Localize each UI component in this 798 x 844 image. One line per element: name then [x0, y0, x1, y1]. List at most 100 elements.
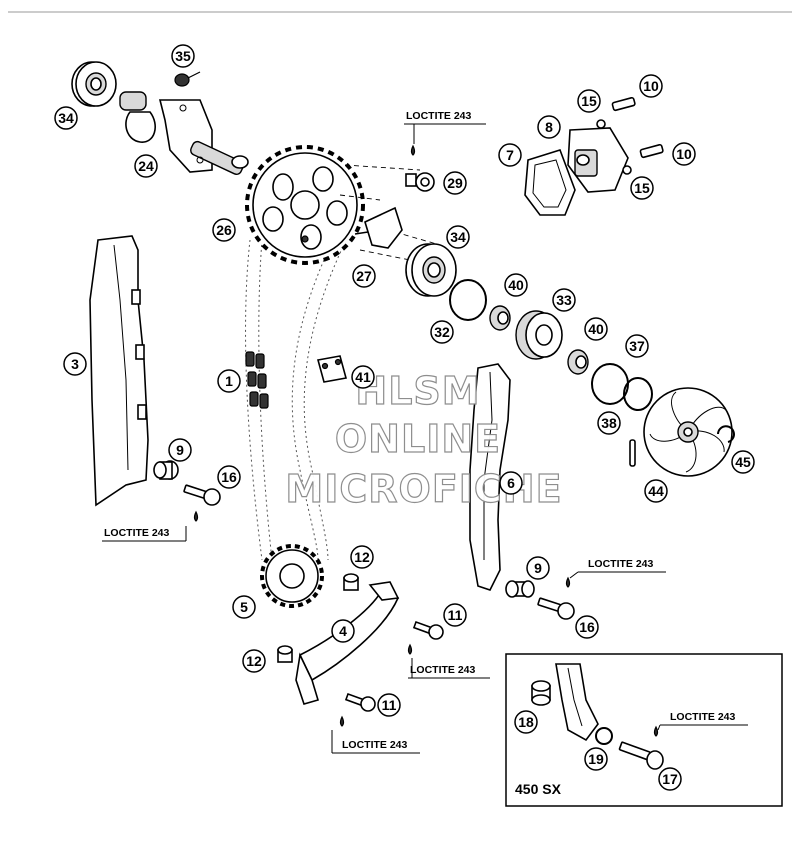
- seal-40b: [567, 349, 589, 375]
- watermark-line-1: HLSM: [355, 369, 480, 413]
- svg-text:16: 16: [221, 469, 237, 485]
- callout-34: 34: [54, 106, 78, 130]
- loctite-label: LOCTITE 243: [588, 558, 654, 570]
- spring-part-35: [174, 71, 201, 87]
- svg-text:12: 12: [354, 549, 370, 565]
- callout-5: 5: [232, 595, 256, 619]
- callout-18: 18: [514, 710, 538, 734]
- svg-text:45: 45: [735, 454, 751, 470]
- timing-chain-outline: [245, 214, 357, 561]
- svg-text:6: 6: [507, 475, 515, 491]
- circlip-45: [717, 425, 735, 443]
- callout-3: 3: [63, 352, 87, 376]
- shaft-seal-33: [515, 310, 563, 360]
- callout-16: 16: [217, 465, 241, 489]
- loctite-label: LOCTITE 243: [104, 527, 170, 539]
- callout-11: 11: [443, 603, 467, 627]
- seal-40a: [489, 305, 511, 331]
- callout-19: 19: [584, 747, 608, 771]
- callout-33: 33: [552, 288, 576, 312]
- pin-44: [629, 439, 636, 467]
- callout-12: 12: [350, 545, 374, 569]
- loctite-label: LOCTITE 243: [670, 711, 736, 723]
- bolt-11-lower: [339, 692, 376, 727]
- callout-26: 26: [212, 218, 236, 242]
- loctite-note-3: LOCTITE 243: [569, 558, 666, 579]
- svg-text:8: 8: [545, 119, 553, 135]
- callout-15: 15: [630, 176, 654, 200]
- loctite-note-1: LOCTITE 243: [404, 110, 486, 144]
- svg-text:38: 38: [601, 415, 617, 431]
- impeller: [643, 387, 733, 477]
- chain-guide-4: [295, 581, 400, 705]
- callout-4: 4: [331, 619, 355, 643]
- o-ring-32: [449, 279, 487, 321]
- loctite-note-4: LOCTITE 243: [408, 658, 490, 679]
- svg-text:10: 10: [676, 146, 692, 162]
- svg-text:15: 15: [581, 93, 597, 109]
- callout-10: 10: [672, 142, 696, 166]
- callout-layer: 35 34 24 26 29 10 15 8 7 10 15 34 27 40 …: [54, 44, 755, 791]
- o-rings-37-38: [591, 363, 653, 411]
- loctite-label: LOCTITE 243: [410, 664, 476, 676]
- camshaft: [119, 91, 249, 175]
- bushing-12-top: [343, 573, 359, 591]
- loctite-note-2: LOCTITE 243: [102, 526, 187, 542]
- bushing-9-right: [505, 580, 535, 598]
- svg-text:18: 18: [518, 714, 534, 730]
- callout-45: 45: [731, 450, 755, 474]
- svg-text:12: 12: [246, 653, 262, 669]
- bushing-9-left: [153, 460, 179, 480]
- svg-text:11: 11: [448, 607, 463, 623]
- callout-12: 12: [242, 649, 266, 673]
- svg-text:10: 10: [643, 78, 659, 94]
- cam-sprocket: [245, 145, 365, 265]
- svg-text:33: 33: [556, 292, 572, 308]
- svg-text:7: 7: [506, 147, 514, 163]
- callout-24: 24: [134, 154, 158, 178]
- svg-text:26: 26: [216, 222, 232, 238]
- callout-7: 7: [498, 143, 522, 167]
- callout-34: 34: [446, 225, 470, 249]
- svg-text:24: 24: [138, 158, 154, 174]
- callout-37: 37: [625, 334, 649, 358]
- loctite-label: LOCTITE 243: [342, 739, 408, 751]
- crank-sprocket: [260, 544, 324, 608]
- svg-text:40: 40: [508, 277, 524, 293]
- svg-text:15: 15: [634, 180, 650, 196]
- svg-text:32: 32: [434, 324, 450, 340]
- bearing-34: [405, 243, 457, 297]
- watermark: HLSM ONLINE MICROFICHE: [285, 368, 562, 511]
- watermark-line-2: ONLINE: [335, 417, 501, 461]
- bushing-12-bottom: [277, 645, 293, 663]
- callout-44: 44: [644, 479, 668, 503]
- svg-text:17: 17: [662, 771, 678, 787]
- chain-tensioner: [524, 96, 664, 216]
- callout-9: 9: [526, 556, 550, 580]
- chain-guide-6: [469, 363, 511, 591]
- callout-15: 15: [577, 89, 601, 113]
- inset-label: 450 SX: [515, 781, 562, 797]
- svg-text:34: 34: [58, 110, 74, 126]
- svg-text:34: 34: [450, 229, 466, 245]
- callout-11: 11: [377, 693, 401, 717]
- callout-8: 8: [537, 115, 561, 139]
- callout-17: 17: [658, 767, 682, 791]
- tensioner-slider-27: [354, 206, 403, 249]
- chain-link-41: [316, 355, 348, 383]
- svg-text:35: 35: [175, 48, 191, 64]
- callout-40: 40: [584, 317, 608, 341]
- loctite-label: LOCTITE 243: [406, 110, 472, 122]
- inset-bushing-18: [531, 680, 551, 706]
- callout-38: 38: [597, 411, 621, 435]
- svg-text:37: 37: [629, 338, 645, 354]
- bolt-29: [405, 144, 435, 192]
- inset-washer-19: [595, 727, 613, 745]
- bolt-16-left: [183, 484, 221, 522]
- callout-32: 32: [430, 320, 454, 344]
- loctite-note-6: LOCTITE 243: [657, 711, 748, 731]
- svg-text:16: 16: [579, 619, 595, 635]
- svg-text:4: 4: [339, 623, 347, 639]
- callout-35: 35: [171, 44, 195, 68]
